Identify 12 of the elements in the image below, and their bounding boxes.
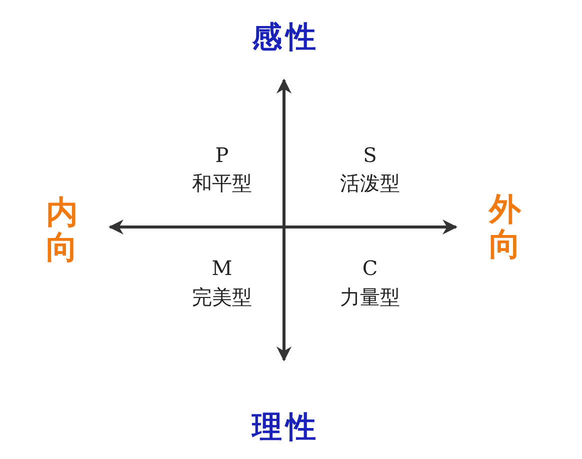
quadrant-label: P [215,145,229,165]
quadrant-label: 和平型 [192,173,252,193]
quadrant-label: C [362,258,378,278]
axis-label: 内向 [46,194,78,266]
quadrant-label: 完美型 [192,287,252,307]
quadrant-label: S [363,145,377,165]
axis-label: 理性 [252,413,320,443]
axis-label: 外向 [489,192,521,262]
quadrant-label: 活泼型 [340,173,400,193]
quadrant-label: 力量型 [340,287,400,307]
quadrant-label: M [212,258,232,278]
axis-label: 感性 [252,23,320,53]
